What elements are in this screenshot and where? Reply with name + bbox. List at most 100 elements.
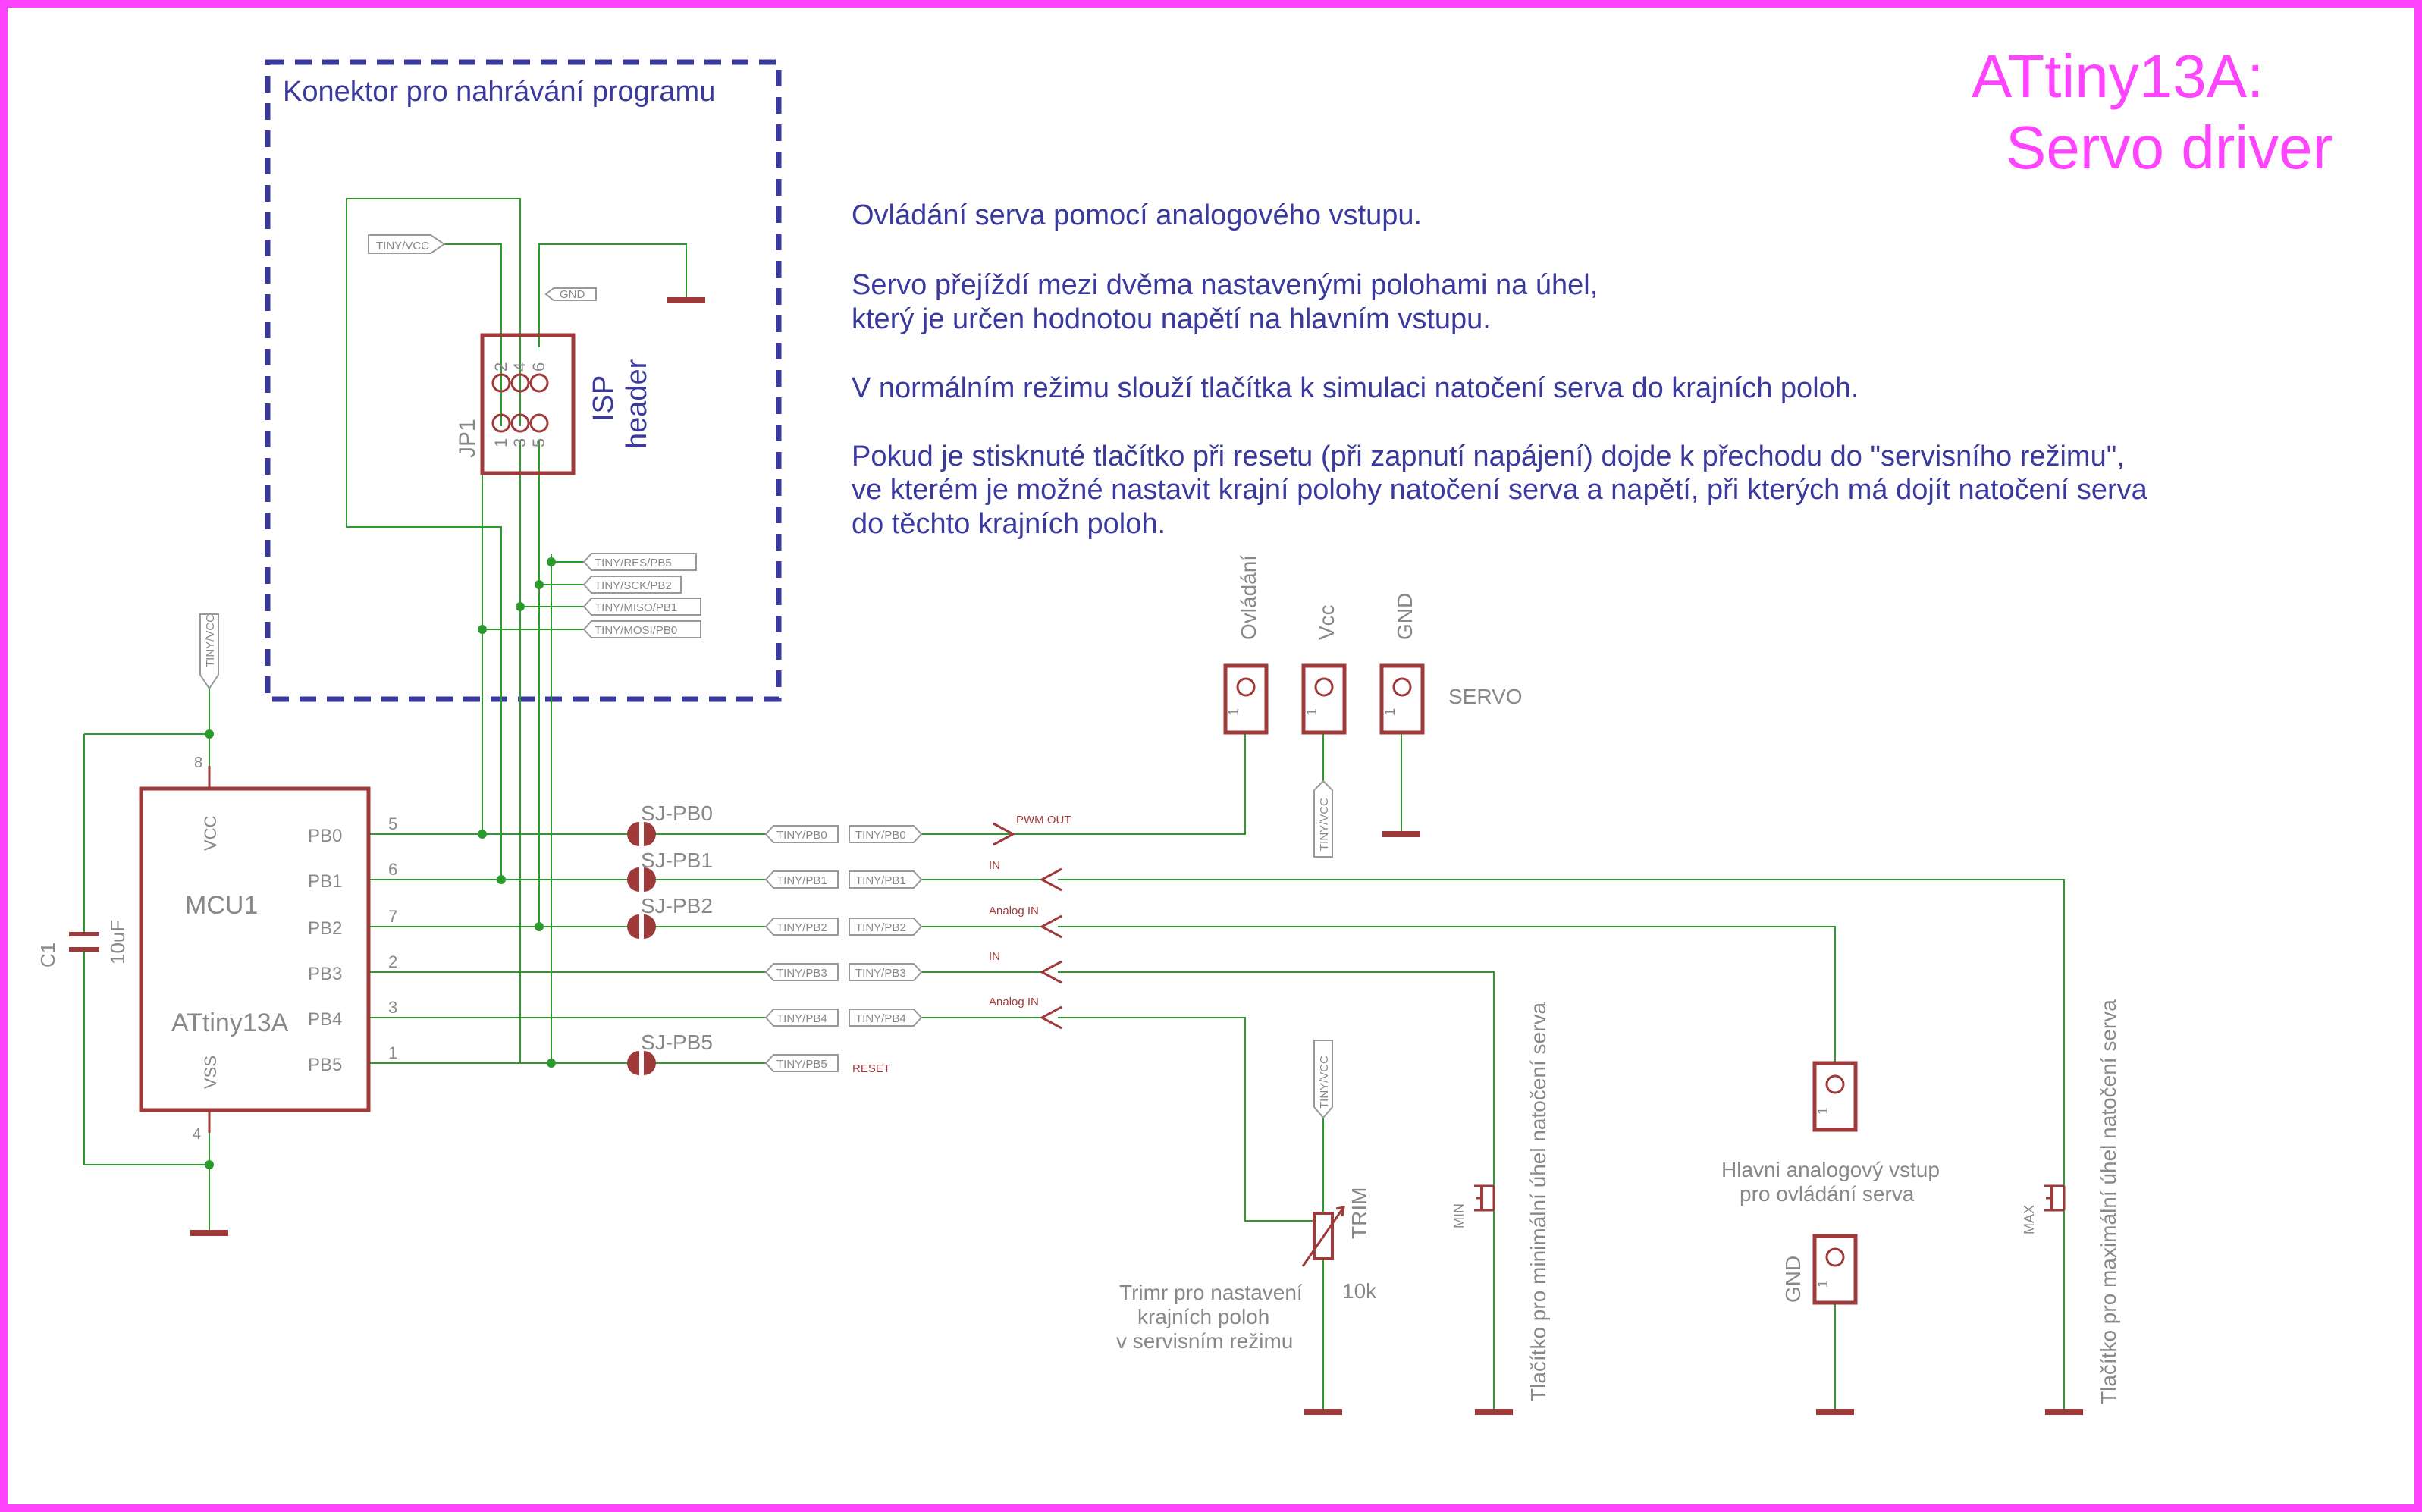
net-labels: TINY/PB0 TINY/PB0 TINY/PB1 TINY/PB1 TINY… [764,825,923,1072]
mcu-pin-name-pb2: PB2 [308,918,342,939]
mcu-pin-num-pb2: 7 [388,907,397,926]
mcu-name: MCU1 [185,891,258,920]
trim-vcc-net: TINY/VCC [1318,1056,1331,1109]
signal-in-1: IN [989,859,1000,872]
net-pb0-left: TINY/PB0 [776,829,827,842]
mcu-pin-name-pb4: PB4 [308,1009,342,1030]
analog-input-caption-2: pro ovládání serva [1740,1182,1915,1206]
net-pb2-right: TINY/PB2 [855,921,906,934]
capacitor-c1: C1 10uF [36,920,129,968]
isp-net-vcc: TINY/VCC [376,240,429,253]
signal-labels: PWM OUT IN Analog IN IN Analog IN RESET [852,814,1071,1075]
trim-caption-2: krajních poloh [1137,1305,1269,1328]
trim-value: 10k [1342,1279,1377,1303]
min-button-name: MIN [1451,1203,1467,1228]
trim-caption-3: v servisním režimu [1116,1329,1293,1353]
description-p2b: který je určen hodnotou napětí na hlavní… [852,303,1491,335]
signal-analog-in-1: Analog IN [989,905,1039,918]
wires [83,198,2065,1412]
trim-caption-1: Trimr pro nastavení [1119,1281,1303,1304]
analog-gnd-label: GND [1781,1256,1805,1303]
signal-in-2: IN [989,950,1000,963]
isp-label-2: header [621,359,653,449]
net-pb5-left: TINY/PB5 [776,1058,827,1071]
servo-vcc-net: TINY/VCC [1318,798,1331,851]
mcu-ic: MCU1 ATtiny13A VCC VSS 8 4 PB0 PB1 PB2 P… [139,754,397,1143]
isp-net-miso: TINY/MISO/PB1 [595,601,677,614]
servo-pin3-num: 1 [1382,708,1398,716]
isp-net-labels: TINY/VCC GND TINY/RES/PB5 TINY/SCK/PB2 T… [368,234,701,638]
net-pb0-right: TINY/PB0 [855,829,906,842]
description-block: Ovládání serva pomocí analogového vstupu… [852,199,2148,540]
isp-pin-6: 6 [529,362,548,372]
mcu-pin-num-pb5: 1 [388,1043,397,1062]
max-button-caption: Tlačítko pro maximální úhel natočení ser… [2097,999,2120,1404]
mcu-vss-label: VSS [201,1056,220,1089]
mcu-pin-name-pb3: PB3 [308,964,342,984]
description-p4c: do těchto krajních poloh. [852,508,1166,540]
mcu-part: ATtiny13A [171,1009,289,1037]
max-button: MAX Tlačítko pro maximální úhel natočení… [2022,999,2120,1415]
mcu-pin-name-pb0: PB0 [308,826,342,846]
servo-label: SERVO [1448,685,1523,708]
description-p1: Ovládání serva pomocí analogového vstupu… [852,199,1422,231]
isp-net-res: TINY/RES/PB5 [595,557,672,569]
net-pb3-left: TINY/PB3 [776,967,827,980]
mcu-pin-num-pb0: 5 [388,814,397,833]
analog-gnd-pin: 1 [1815,1280,1831,1288]
signal-reset: RESET [852,1062,890,1075]
net-pb1-left: TINY/PB1 [776,874,827,887]
min-button-caption: Tlačítko pro minimální úhel natočení ser… [1526,1002,1550,1401]
trim-name: TRIM [1347,1187,1371,1239]
servo-vcc-flag [1313,780,1333,858]
min-button: MIN Tlačítko pro minimální úhel natočení… [1451,1002,1550,1415]
jumper-pb1-name: SJ-PB1 [641,849,713,872]
isp-label-1: ISP [588,375,620,422]
mcu-pin-name-pb1: PB1 [308,871,342,892]
servo-pin-gnd: GND [1393,593,1416,640]
isp-net-sck: TINY/SCK/PB2 [595,579,672,592]
net-pb1-right: TINY/PB1 [855,874,906,887]
mcu-pin-vss: 4 [193,1126,201,1143]
analog-input-pin: 1 [1815,1107,1831,1115]
jumper-pb2-name: SJ-PB2 [641,894,713,918]
signal-pwm-out: PWM OUT [1016,814,1071,827]
net-pb2-left: TINY/PB2 [776,921,827,934]
net-pb4-left: TINY/PB4 [776,1012,827,1025]
mcu-pin-num-pb4: 3 [388,998,397,1017]
servo-pin-vcc: Vcc [1315,604,1338,640]
net-pb4-right: TINY/PB4 [855,1012,906,1025]
servo-pin-ovladani: Ovládání [1237,555,1260,640]
analog-input-caption-1: Hlavni analogový vstup [1721,1158,1940,1181]
isp-net-gnd: GND [560,288,585,301]
isp-pin-5: 5 [529,438,548,447]
net-pb3-right: TINY/PB3 [855,967,906,980]
capacitor-value: 10uF [106,920,129,965]
mcu-vcc-label: VCC [201,815,220,851]
analog-input-connector: 1 Hlavni analogový vstup pro ovládání se… [1721,1061,1940,1415]
junction-dots [205,557,556,1169]
mcu-vcc-net: TINY/VCC [204,614,217,667]
capacitor-name: C1 [36,943,59,968]
mcu-vcc-net-flag [199,613,219,690]
description-p2a: Servo přejíždí mezi dvěma nastavenými po… [852,269,1598,301]
connector-box [265,59,782,702]
max-button-name: MAX [2022,1205,2037,1234]
mcu-pin-num-pb1: 6 [388,860,397,879]
isp-pin-3: 3 [510,438,529,447]
servo-pin2-num: 1 [1304,708,1319,716]
isp-header: 2 4 6 1 3 5 JP1 ISP header [455,333,653,475]
servo-connector: 1 1 1 Ovládání Vcc GND SERVO [1223,555,1523,735]
title-line1: ATtiny13A: [1972,42,2264,110]
mcu-pin-vcc: 8 [194,754,202,771]
title-line2: Servo driver [2006,114,2333,181]
connector-box-title: Konektor pro nahrávání programu [283,76,715,108]
isp-name: JP1 [455,419,480,458]
mcu-pin-name-pb5: PB5 [308,1055,342,1075]
isp-pin-4: 4 [510,362,529,372]
isp-pin-2: 2 [491,362,510,372]
description-p3: V normálním režimu slouží tlačítka k sim… [852,372,1859,404]
solder-jumpers: SJ-PB0 SJ-PB1 SJ-PB2 SJ-PB5 [627,801,713,1075]
trimmer: TINY/VCC TRIM 10k Trimr pro nastavení kr… [1116,1040,1377,1415]
